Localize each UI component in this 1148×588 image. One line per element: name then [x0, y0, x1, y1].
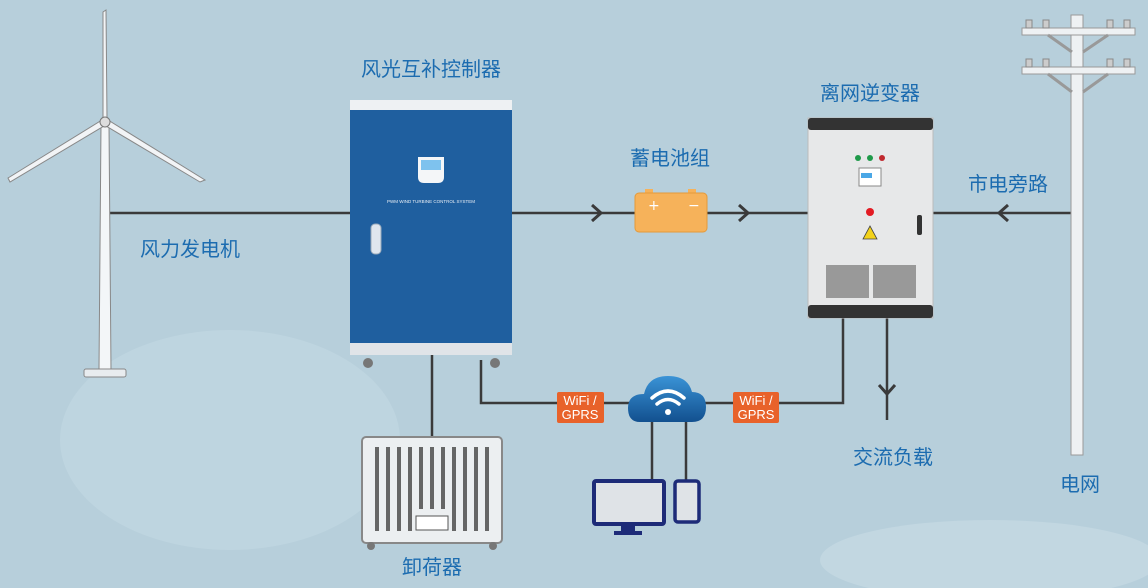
vent-slot — [441, 447, 445, 509]
vent-slot — [386, 447, 390, 531]
wifi-gprs-tag-right: WiFi / GPRS — [733, 392, 779, 423]
svg-text:GPRS: GPRS — [738, 407, 775, 422]
wifi-cloud-icon — [628, 376, 706, 422]
vent-slot — [408, 447, 412, 531]
controller-cabinet — [350, 100, 512, 368]
bg-cloud — [60, 330, 400, 550]
svg-text:GPRS: GPRS — [562, 407, 599, 422]
svg-text:WiFi /: WiFi / — [563, 393, 597, 408]
svg-text:−: − — [688, 198, 700, 214]
vent-slot — [463, 447, 467, 531]
vent-slot — [474, 447, 478, 531]
wind-turbine-label: 风力发电机 — [140, 237, 240, 261]
battery-label: 蓄电池组 — [630, 146, 710, 170]
inverter-label: 离网逆变器 — [820, 81, 920, 105]
vent-slot — [419, 447, 423, 509]
wind-turbine-icon — [7, 9, 207, 378]
vent-slot — [397, 447, 401, 531]
bypass-label: 市电旁路 — [968, 172, 1048, 196]
warning-icon — [862, 225, 878, 240]
utility-pole-icon — [1021, 14, 1136, 456]
dump-load-label: 卸荷器 — [402, 555, 462, 579]
wifi-gprs-tag-left: WiFi / GPRS — [557, 392, 604, 423]
svg-text:+: + — [648, 198, 660, 214]
inverter-cabinet — [807, 117, 934, 319]
dump-load-icon — [361, 436, 503, 550]
controller-panel-text: PWM WIND TURBINE CONTROL SYSTEM — [387, 199, 475, 204]
vent-slot — [485, 447, 489, 531]
grid-label: 电网 — [1060, 472, 1100, 496]
svg-text:WiFi /: WiFi / — [739, 393, 773, 408]
door-handle-icon — [370, 223, 382, 255]
controller-label: 风光互补控制器 — [361, 57, 501, 81]
phone-icon — [673, 479, 701, 524]
bg-cloud — [820, 520, 1148, 588]
ac-load-label: 交流负载 — [853, 445, 933, 469]
vent-slot — [452, 447, 456, 531]
battery-icon: + − — [634, 189, 708, 233]
vent-slot — [375, 447, 379, 531]
vent-slot — [430, 447, 434, 509]
monitor-icon — [592, 479, 666, 535]
